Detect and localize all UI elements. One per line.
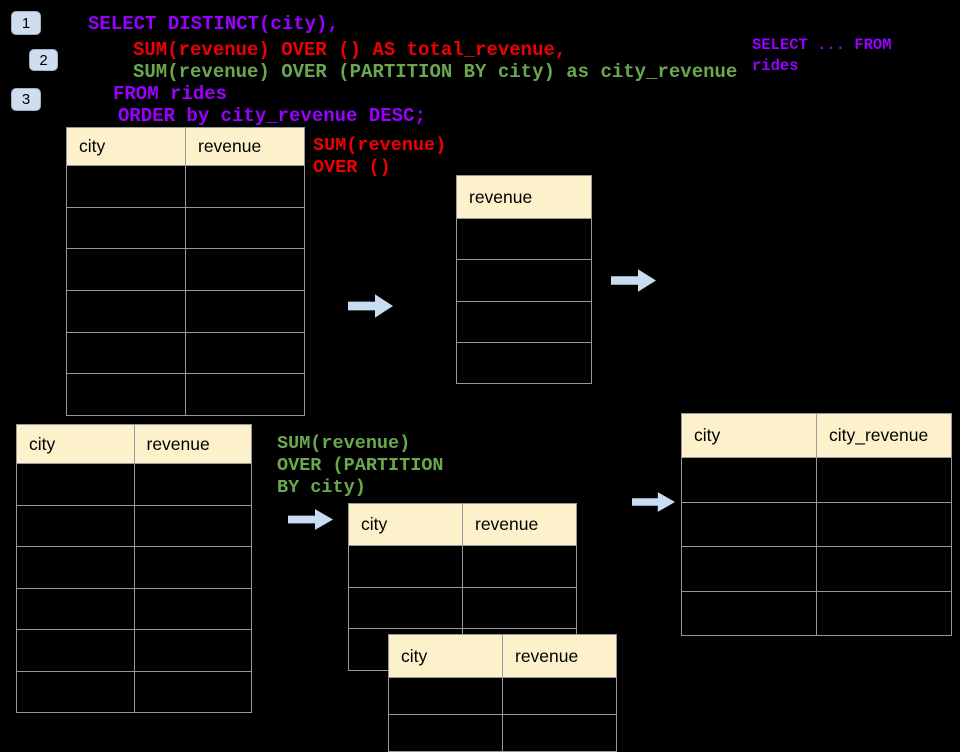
annotation-from-clause: SELECT ... FROM rides <box>752 36 892 75</box>
step-badge-3: 3 <box>11 88 41 111</box>
empty-cell <box>186 291 305 333</box>
sql-line-from: FROM rides <box>113 83 228 105</box>
empty-cell <box>457 342 592 385</box>
empty-cell <box>349 587 463 630</box>
sql-window-function-slide: { "background": "#000000", "palette": { … <box>11 11 952 752</box>
step-badge-2: 2 <box>29 49 58 71</box>
column-header-city_revenue: city_revenue <box>817 414 952 458</box>
empty-cell <box>186 207 305 250</box>
annotation-partition-window: SUM(revenue) OVER (PARTITION BY city) <box>277 433 444 498</box>
empty-cell <box>463 587 577 630</box>
empty-cell <box>67 166 186 208</box>
step-badge-1: 1 <box>11 11 41 35</box>
empty-cell <box>134 464 252 506</box>
arrow-right-partition-result-icon <box>632 492 675 512</box>
empty-cell <box>457 219 592 261</box>
column-header-revenue: revenue <box>134 425 252 464</box>
arrow-right-total-result-icon <box>611 269 656 292</box>
sql-line-total-revenue: SUM(revenue) OVER () AS total_revenue, <box>133 39 567 61</box>
empty-cell <box>817 502 952 547</box>
empty-cell <box>134 588 252 630</box>
column-header-revenue: revenue <box>457 176 592 219</box>
empty-cell <box>67 332 186 375</box>
empty-cell <box>17 588 135 630</box>
column-header-city: city <box>349 504 463 546</box>
empty-cell <box>17 547 135 589</box>
empty-cell <box>67 249 186 292</box>
empty-cell <box>17 671 135 713</box>
column-header-city: city <box>67 128 186 166</box>
empty-cell <box>67 207 186 250</box>
sql-line-select: SELECT DISTINCT(city), <box>88 13 339 35</box>
empty-cell <box>134 630 252 672</box>
arrow-right-partition-icon <box>288 509 333 530</box>
sql-line-order-by: ORDER by city_revenue DESC; <box>118 105 426 127</box>
empty-cell <box>134 671 252 713</box>
empty-cell <box>817 458 952 503</box>
empty-cell <box>67 374 186 417</box>
empty-cell <box>682 591 817 636</box>
empty-cell <box>389 678 503 715</box>
empty-cell <box>503 678 617 715</box>
empty-cell <box>17 630 135 672</box>
column-header-revenue: revenue <box>463 504 577 546</box>
empty-cell <box>817 547 952 592</box>
empty-cell <box>186 332 305 375</box>
column-header-revenue: revenue <box>503 635 617 678</box>
empty-cell <box>503 715 617 752</box>
empty-cell <box>17 464 135 506</box>
empty-cell <box>67 291 186 333</box>
empty-cell <box>682 458 817 503</box>
empty-cell <box>463 546 577 588</box>
empty-cell <box>349 546 463 588</box>
table-total-revenue: revenue <box>456 175 592 385</box>
empty-cell <box>457 301 592 343</box>
column-header-city: city <box>682 414 817 458</box>
empty-cell <box>817 591 952 636</box>
empty-cell <box>682 547 817 592</box>
empty-cell <box>17 505 135 547</box>
empty-cell <box>186 166 305 208</box>
arrow-right-total-icon <box>348 294 393 318</box>
empty-cell <box>134 547 252 589</box>
column-header-city: city <box>17 425 135 464</box>
empty-cell <box>682 502 817 547</box>
empty-cell <box>134 505 252 547</box>
empty-cell <box>186 374 305 417</box>
sql-line-city-revenue: SUM(revenue) OVER (PARTITION BY city) as… <box>133 61 738 83</box>
empty-cell <box>389 715 503 752</box>
empty-cell <box>457 260 592 302</box>
empty-cell <box>186 249 305 292</box>
column-header-revenue: revenue <box>186 128 305 166</box>
annotation-total-window: SUM(revenue) OVER () <box>313 135 447 178</box>
column-header-city: city <box>389 635 503 678</box>
